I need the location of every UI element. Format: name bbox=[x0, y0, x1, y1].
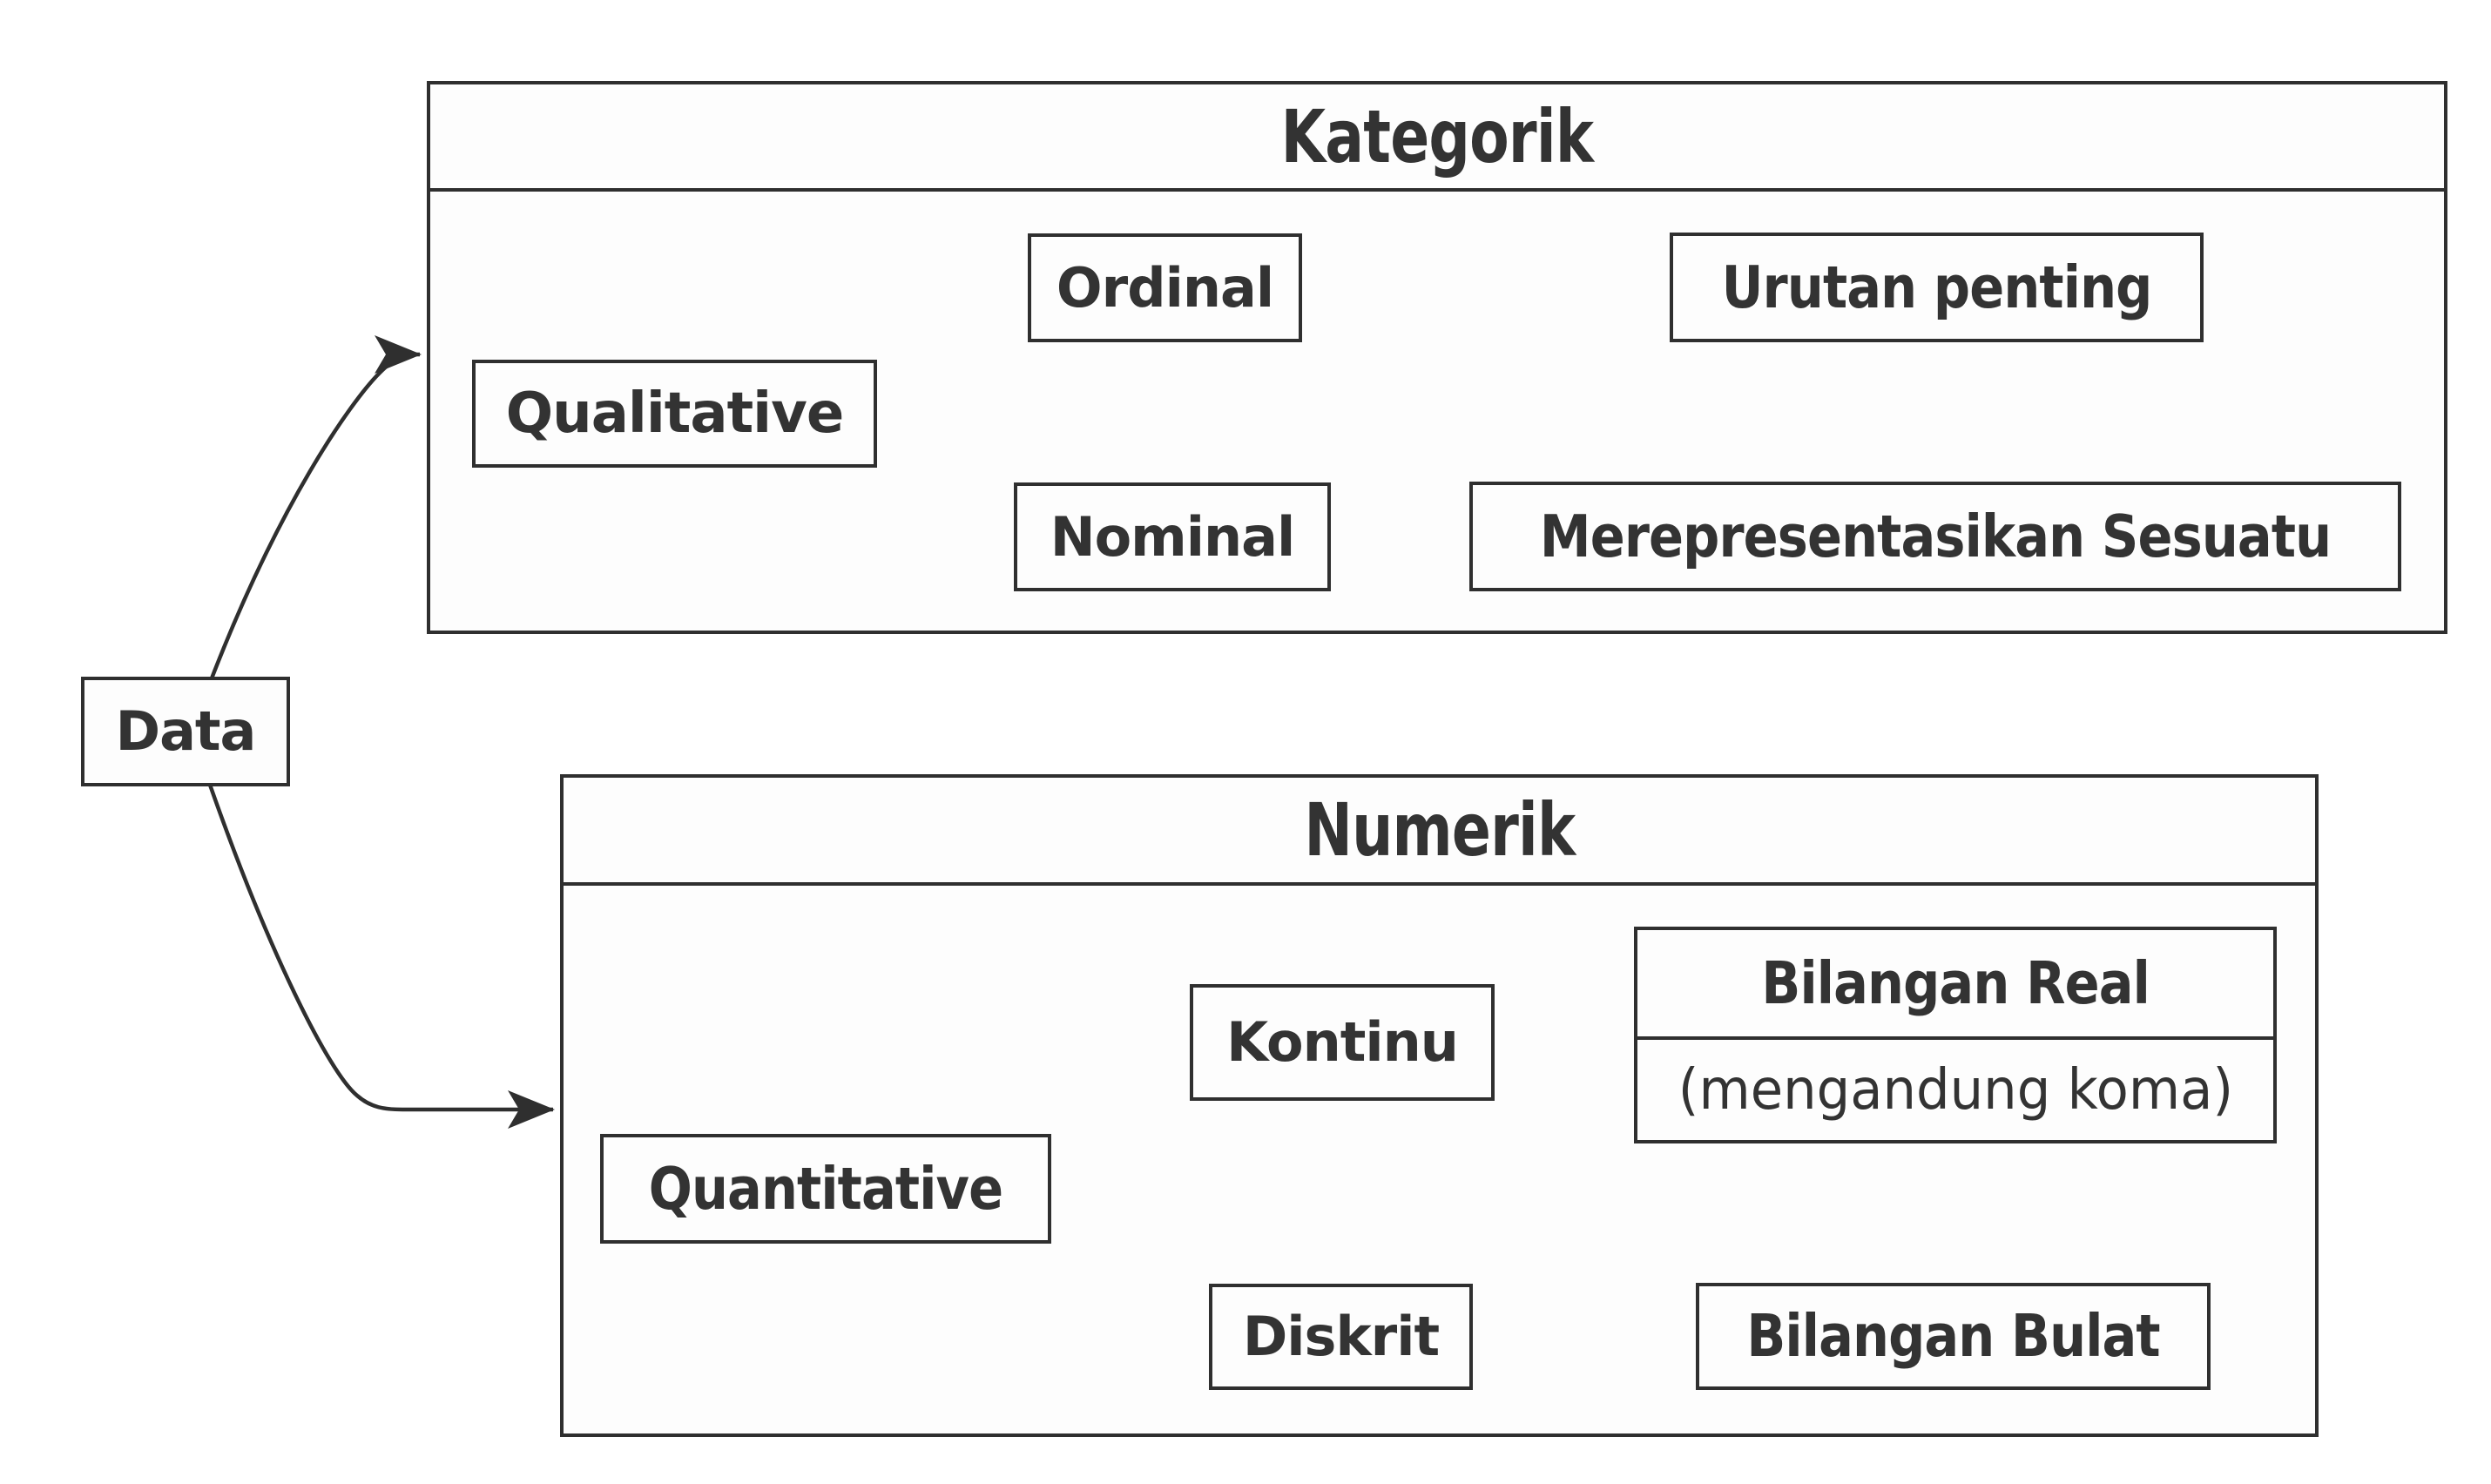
node-merepresentasikan-sesuatu-label: Merepresentasikan Sesuatu bbox=[1539, 502, 2332, 570]
node-quantitative: Quantitative bbox=[600, 1134, 1051, 1244]
node-bilangan-real-label: Bilangan Real bbox=[1761, 948, 2150, 1017]
node-bilangan-real-title-row: Bilangan Real bbox=[1637, 930, 2273, 1040]
node-data: Data bbox=[81, 677, 290, 786]
node-ordinal: Ordinal bbox=[1028, 233, 1302, 342]
node-bilangan-bulat-label: Bilangan Bulat bbox=[1746, 1302, 2160, 1370]
node-qualitative-label: Qualitative bbox=[505, 381, 844, 446]
node-kontinu: Kontinu bbox=[1190, 984, 1495, 1101]
node-data-label: Data bbox=[115, 699, 257, 763]
edge-data-to-numerik bbox=[207, 784, 555, 1129]
node-nominal-label: Nominal bbox=[1050, 504, 1296, 569]
node-kontinu-label: Kontinu bbox=[1226, 1010, 1459, 1074]
node-diskrit: Diskrit bbox=[1209, 1284, 1473, 1390]
node-bilangan-real-subtitle-row: (mengandung koma) bbox=[1637, 1040, 2273, 1140]
group-kategorik-title: Kategorik bbox=[430, 84, 2444, 192]
node-qualitative: Qualitative bbox=[472, 360, 877, 468]
node-urutan-penting-label: Urutan penting bbox=[1721, 253, 2153, 321]
node-quantitative-label: Quantitative bbox=[648, 1154, 1003, 1223]
node-ordinal-label: Ordinal bbox=[1056, 255, 1274, 320]
group-kategorik-title-label: Kategorik bbox=[1280, 93, 1594, 179]
node-bilangan-real: Bilangan Real (mengandung koma) bbox=[1634, 927, 2277, 1143]
group-numerik-title: Numerik bbox=[564, 778, 2315, 886]
node-urutan-penting: Urutan penting bbox=[1670, 233, 2204, 342]
node-diskrit-label: Diskrit bbox=[1242, 1305, 1440, 1368]
edge-data-to-kategorik bbox=[209, 335, 422, 679]
node-bilangan-real-subtitle: (mengandung koma) bbox=[1678, 1057, 2233, 1123]
group-numerik-title-label: Numerik bbox=[1303, 787, 1576, 873]
node-bilangan-bulat: Bilangan Bulat bbox=[1696, 1283, 2211, 1390]
node-nominal: Nominal bbox=[1014, 482, 1331, 591]
node-merepresentasikan-sesuatu: Merepresentasikan Sesuatu bbox=[1469, 482, 2401, 591]
